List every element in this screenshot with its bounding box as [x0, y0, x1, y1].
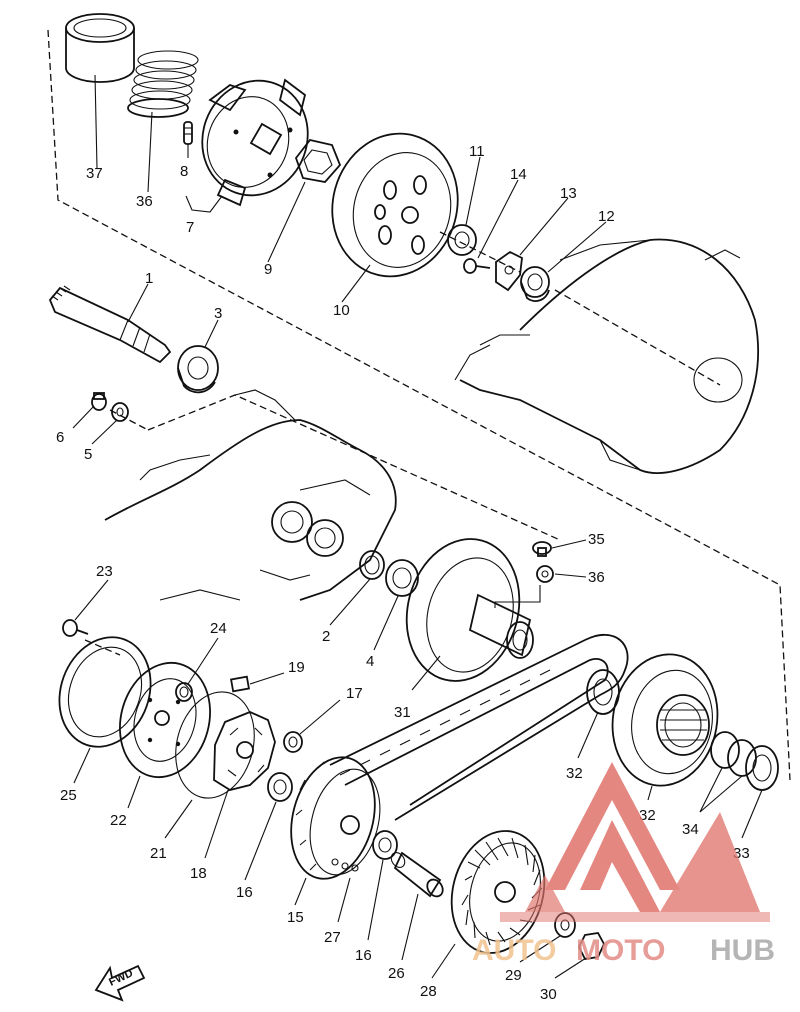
callout-36: 36 — [136, 193, 153, 210]
callout-5: 5 — [84, 446, 92, 463]
callout-17: 17 — [346, 685, 363, 702]
part-24-cover — [58, 636, 152, 748]
callout-6: 6 — [56, 429, 64, 446]
automotohub-watermark: AUTO MOTO HUB — [472, 762, 775, 967]
callout-19: 19 — [288, 659, 305, 676]
crankcase-cover-outline — [454, 238, 759, 474]
callout-15: 15 — [287, 909, 304, 926]
callout-13: 13 — [560, 185, 577, 202]
watermark-text-hub: HUB — [710, 934, 775, 967]
callout-29: 30 — [540, 986, 557, 1003]
part-34-pin — [532, 541, 552, 557]
callout-16-lower: 16 — [355, 947, 372, 964]
fwd-arrow-icon: FWD — [94, 964, 146, 1002]
part-29-nut — [577, 932, 606, 960]
callout-10: 10 — [333, 302, 350, 319]
part-15-movable-sheave — [290, 756, 381, 880]
part-17-roller — [283, 731, 303, 753]
watermark-text-auto: AUTO — [472, 934, 556, 967]
part-27-fan-sheave — [450, 830, 546, 954]
part-18-cam-plate — [213, 711, 276, 791]
callout-11: 11 — [469, 143, 485, 160]
part-5-washer — [111, 402, 129, 422]
part-14-screw — [463, 258, 491, 274]
automotohub-logo-icon — [500, 762, 770, 922]
callout-14: 14 — [510, 166, 527, 183]
part-7-clutch-carrier — [201, 78, 309, 207]
part-4-oil-seal — [385, 559, 419, 597]
part-11-bearing — [447, 224, 477, 256]
callout-7: 7 — [186, 219, 194, 236]
callout-31: 32 — [639, 807, 656, 824]
callout-30: 31 — [394, 704, 411, 721]
callout-4: 4 — [366, 653, 374, 670]
callout-1: 1 — [145, 270, 153, 287]
part-23-bushing — [175, 682, 193, 702]
part-22-bolt — [62, 619, 89, 637]
callout-23: 24 — [210, 620, 227, 637]
part-10-clutch-drum — [331, 132, 459, 278]
callout-37: 37 — [86, 165, 103, 182]
callout-33: 34 — [682, 821, 699, 838]
callout-27: 28 — [420, 983, 437, 1000]
callout-35: 36 — [588, 569, 605, 586]
part-32-seal-right — [745, 745, 779, 791]
part-35-collar — [536, 565, 554, 583]
part-37-housing-cup — [65, 13, 135, 83]
part-8-pin — [183, 121, 193, 145]
callout-labels: 37 36 8 7 9 10 11 14 13 12 1 3 6 5 2 4 2… — [56, 143, 750, 1003]
part-12-collar — [520, 266, 550, 302]
part-13-plate — [495, 250, 523, 292]
part-16-bearing-upper — [267, 772, 293, 802]
callout-32-left: 32 — [566, 765, 583, 782]
part-2-circlip — [359, 550, 385, 580]
part-30-secondary-sheave — [405, 538, 534, 682]
callout-16-upper: 16 — [236, 884, 253, 901]
part-25-sleeve — [390, 851, 444, 898]
callout-12: 12 — [598, 208, 615, 225]
part-26-sheave-rollers — [331, 858, 359, 872]
callout-22: 23 — [96, 563, 113, 580]
callout-8: 8 — [180, 163, 188, 180]
part-6-bolt — [91, 392, 107, 411]
part-1-primary-shaft — [48, 285, 172, 364]
callout-20: 21 — [150, 845, 167, 862]
callout-26: 27 — [324, 929, 341, 946]
pin-leader — [494, 585, 541, 608]
assembly-guide-lines — [47, 29, 791, 781]
callout-18: 18 — [190, 865, 207, 882]
part-9-nut — [294, 138, 342, 183]
crankcase-body-outline — [104, 389, 397, 601]
leader-lines — [72, 74, 763, 979]
drive-belt — [329, 634, 629, 821]
part-19-slider — [230, 675, 250, 693]
part-21-plate — [119, 661, 211, 779]
callout-28: 29 — [505, 967, 522, 984]
callout-9: 9 — [264, 261, 272, 278]
callout-3: 3 — [214, 305, 222, 322]
callout-25: 26 — [388, 965, 405, 982]
callout-24: 25 — [60, 787, 77, 804]
callout-34: 35 — [588, 531, 605, 548]
callout-21: 22 — [110, 812, 127, 829]
part-36-spring — [127, 50, 199, 118]
part-16-bearing-lower — [372, 830, 398, 860]
part-31-secondary-fixed-sheave — [611, 653, 719, 787]
watermark-text-moto: MOTO — [576, 934, 665, 967]
part-3-bearing — [177, 345, 219, 394]
callout-2: 2 — [322, 628, 330, 645]
